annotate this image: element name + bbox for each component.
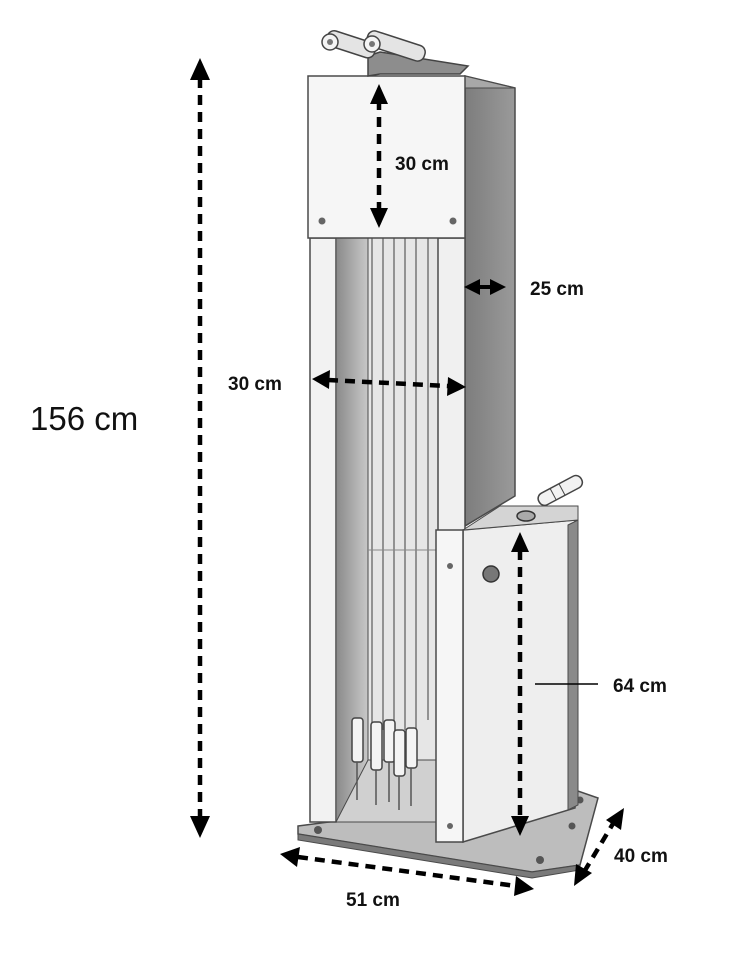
column-depth-label: 25 cm [530, 279, 584, 300]
dimension-arrows [190, 58, 624, 896]
column-width-arrow [312, 370, 466, 396]
hanging-tools [351, 717, 418, 810]
pump-height-label: 64 cm [613, 676, 667, 697]
column-width-label: 30 cm [228, 374, 282, 395]
base-width-arrow [280, 847, 534, 896]
base-depth-arrow [574, 808, 624, 886]
total-height-arrow [190, 58, 210, 838]
top-box-height-arrow [370, 84, 388, 228]
pump-box [435, 474, 584, 844]
column-depth-arrow [464, 279, 506, 295]
base-depth-label: 40 cm [614, 846, 668, 867]
total-height-label: 156 cm [30, 400, 138, 437]
pump-height-arrow [511, 532, 598, 836]
top-box-height-label: 30 cm [395, 154, 449, 175]
bike-holder-arms [321, 30, 470, 77]
base-width-label: 51 cm [346, 890, 400, 911]
